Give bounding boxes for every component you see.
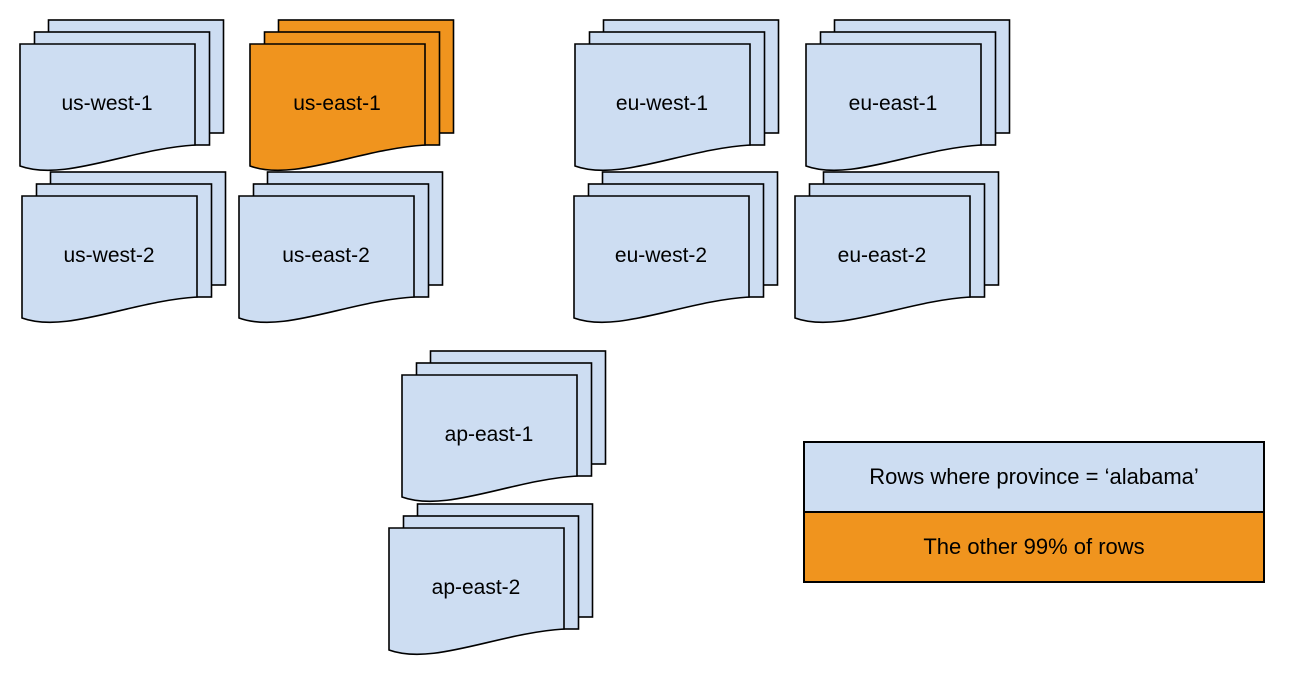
region-stack-eu-west-1: eu-west-1 [574, 19, 780, 172]
region-stack-us-west-1: us-west-1 [19, 19, 225, 172]
region-stack-us-east-2: us-east-2 [238, 171, 444, 324]
region-label: us-east-1 [293, 92, 381, 115]
region-stack-ap-east-2: ap-east-2 [388, 503, 594, 656]
legend-item-other-rows: The other 99% of rows [805, 511, 1263, 581]
stack-front-document [805, 43, 982, 172]
region-label: eu-west-2 [615, 244, 707, 267]
region-label: ap-east-2 [432, 576, 521, 599]
region-label: eu-east-2 [838, 244, 927, 267]
region-label: eu-east-1 [849, 92, 938, 115]
region-stack-eu-east-2: eu-east-2 [794, 171, 1000, 324]
stack-front-document [574, 43, 751, 172]
stack-front-document [794, 195, 971, 324]
stack-front-document [573, 195, 750, 324]
legend-item-alabama-rows: Rows where province = ‘alabama’ [805, 443, 1263, 511]
legend: Rows where province = ‘alabama’ The othe… [803, 441, 1265, 583]
region-label: ap-east-1 [445, 423, 534, 446]
stack-front-document [21, 195, 198, 324]
region-stack-eu-east-1: eu-east-1 [805, 19, 1011, 172]
stack-front-document [388, 527, 565, 656]
region-label: us-west-2 [63, 244, 154, 267]
region-stack-us-east-1: us-east-1 [249, 19, 455, 172]
stack-front-document [19, 43, 196, 172]
region-label: us-west-1 [61, 92, 152, 115]
region-stack-ap-east-1: ap-east-1 [401, 350, 607, 503]
region-label: eu-west-1 [616, 92, 708, 115]
stack-front-document [401, 374, 578, 503]
stack-front-document [238, 195, 415, 324]
region-stack-us-west-2: us-west-2 [21, 171, 227, 324]
region-stack-eu-west-2: eu-west-2 [573, 171, 779, 324]
region-label: us-east-2 [282, 244, 370, 267]
stack-front-document [249, 43, 426, 172]
